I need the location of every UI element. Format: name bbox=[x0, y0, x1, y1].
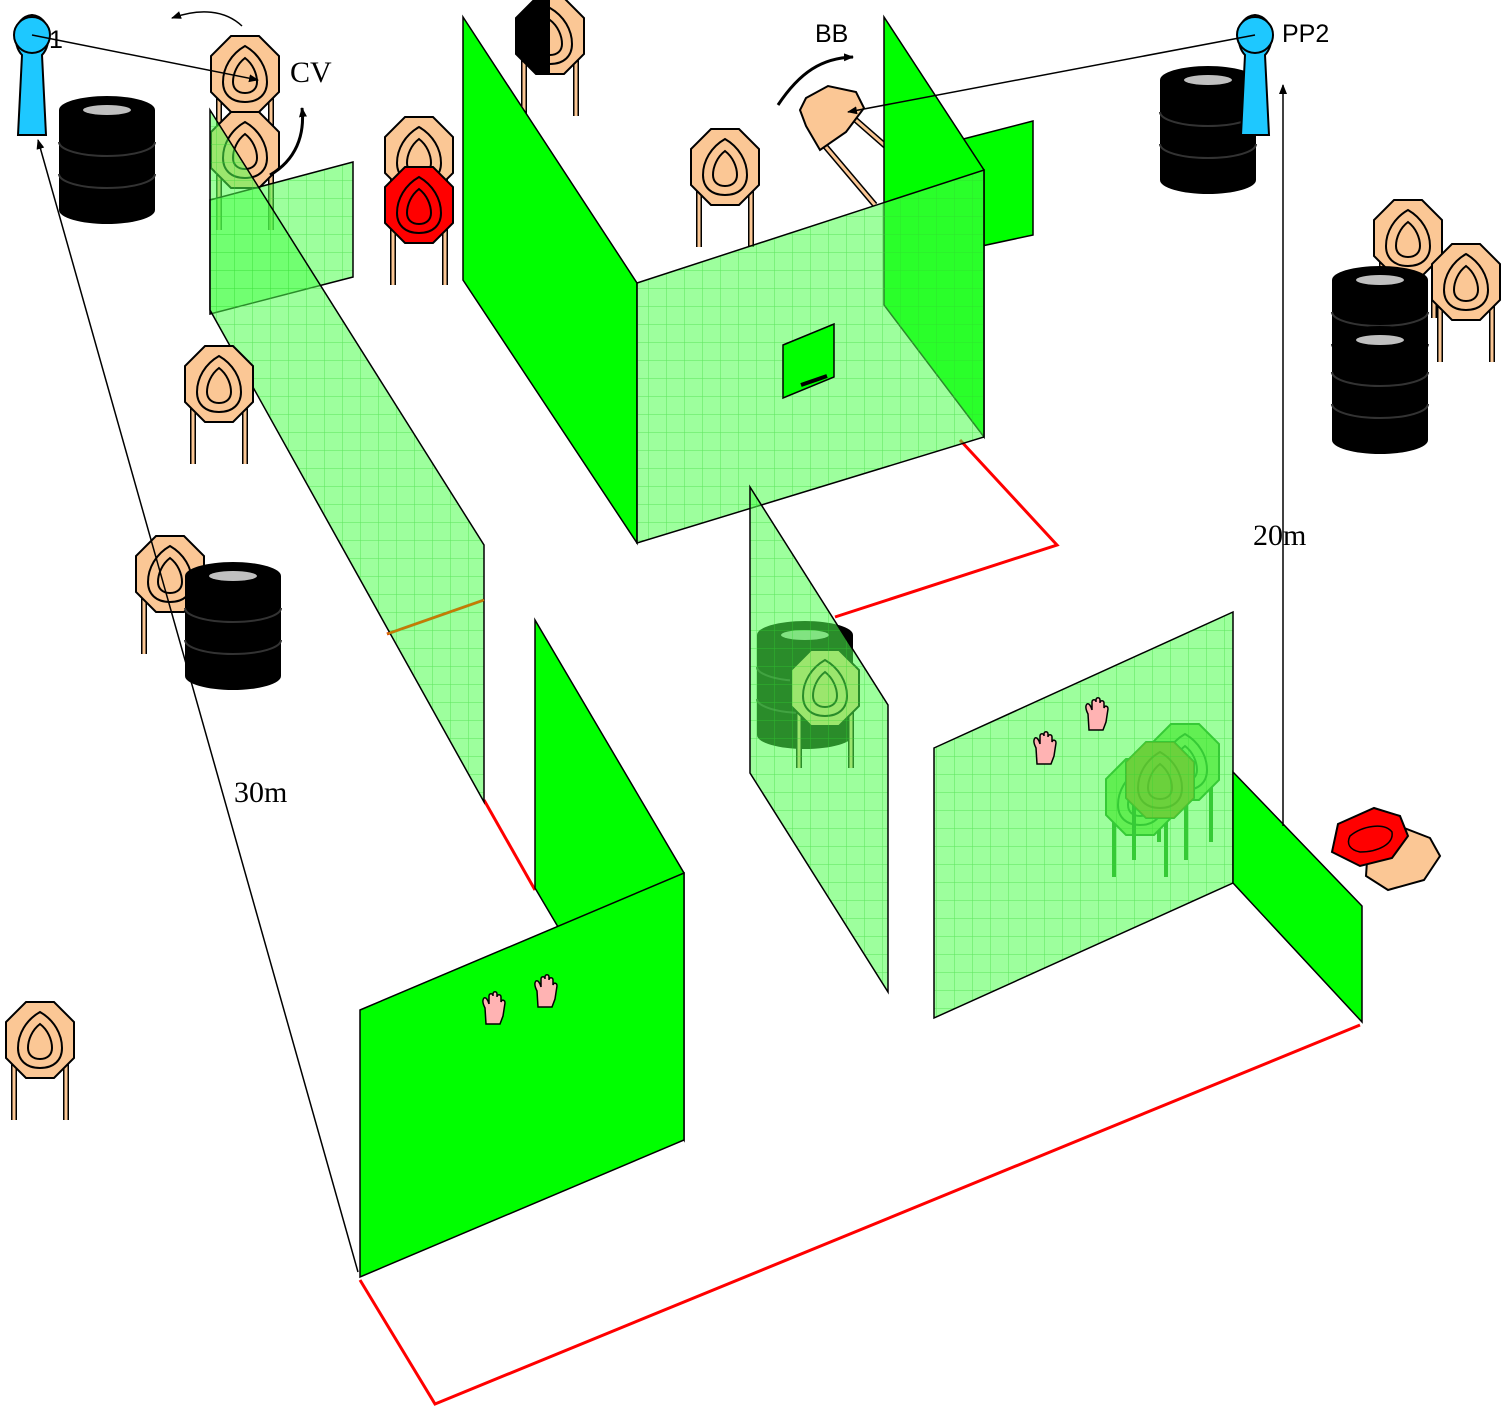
paper-target-icon bbox=[185, 346, 253, 464]
barrel-stack-icon bbox=[185, 562, 281, 690]
bb-label: BB bbox=[815, 20, 848, 48]
swing-arrow-icon bbox=[172, 12, 242, 26]
distance-20m-label: 20m bbox=[1253, 519, 1306, 552]
paper-target-icon bbox=[800, 86, 890, 205]
solid-wall bbox=[463, 17, 637, 543]
shooting-position-marker-icon bbox=[14, 15, 50, 135]
solid-wall bbox=[360, 873, 684, 1277]
transparent-wall bbox=[934, 612, 1233, 1018]
transparent-wall bbox=[750, 487, 888, 992]
cv-label: CV bbox=[290, 56, 332, 89]
no-shoot-target-icon bbox=[385, 167, 453, 285]
paper-target-icon bbox=[6, 1002, 74, 1120]
pp2-label: PP2 bbox=[1282, 20, 1329, 48]
paper-target-icon bbox=[1432, 244, 1500, 362]
solid-wall bbox=[1233, 772, 1362, 1022]
pp1-label-fragment: 1 bbox=[49, 26, 63, 54]
barrel-stack-icon bbox=[1332, 266, 1428, 454]
distance-30m-label: 30m bbox=[234, 776, 287, 809]
paper-target-icon bbox=[691, 129, 759, 247]
barrel-stack-icon bbox=[59, 96, 155, 224]
paper-target-icon bbox=[516, 0, 584, 116]
